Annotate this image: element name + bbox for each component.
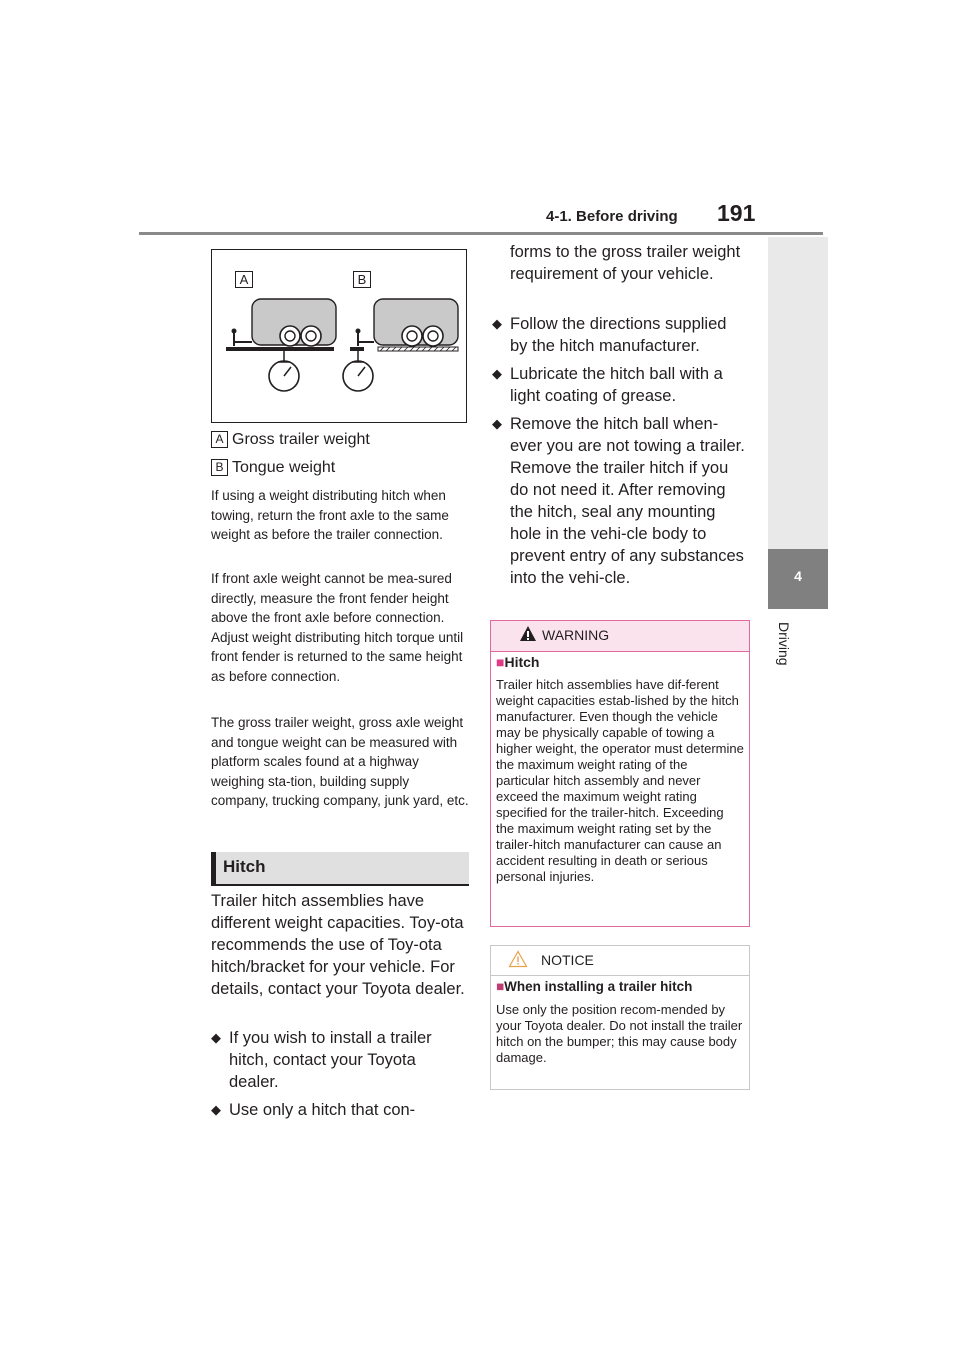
warning-header	[491, 621, 749, 651]
notice-subheading-text: When installing a trailer hitch	[504, 979, 693, 994]
legend-label-b: Tongue weight	[232, 459, 336, 476]
bullet-icon: ◆	[492, 316, 502, 331]
continuation-text: forms to the gross trailer weight requir…	[510, 243, 741, 283]
warning-body: Trailer hitch assemblies have dif-ferent…	[496, 677, 744, 884]
hitch-heading: Hitch	[223, 857, 266, 876]
bullet-icon: ◆	[492, 366, 502, 381]
right-bullet-3: ◆ Remove the hitch ball when-ever you ar…	[492, 413, 750, 611]
warning-subheading-text: Hitch	[504, 654, 540, 670]
hitch-bullet-2: ◆ Use only a hitch that con-	[211, 1099, 469, 1121]
warning-title: WARNING	[542, 627, 610, 643]
notice-title: NOTICE	[541, 952, 594, 968]
bullet-icon: ◆	[211, 1102, 221, 1117]
header-rule	[139, 232, 823, 235]
chapter-number-box	[768, 549, 828, 609]
hitch-heading-underline	[211, 884, 469, 886]
trailer-illustration	[226, 298, 459, 392]
square-bullet-icon: ■	[496, 654, 505, 670]
chapter-label: Driving	[776, 622, 792, 666]
legend-tag-a: A	[211, 431, 228, 448]
warning-header-rule	[491, 651, 749, 652]
note-weight-distributing: If using a weight distributing hitch whe…	[211, 488, 449, 542]
chapter-number: 4	[794, 568, 802, 584]
warning-box	[490, 620, 750, 927]
square-bullet-icon: ■	[496, 979, 505, 994]
warning-icon	[520, 626, 536, 641]
warning-subheading: ■Hitch	[496, 654, 539, 670]
page-number: 191	[717, 200, 756, 226]
bullet-text: If you wish to install a trailer hitch, …	[229, 1029, 432, 1091]
notice-body: Use only the position recom-mended by yo…	[496, 1002, 743, 1065]
figure-tag-b: B	[353, 271, 371, 288]
chapter-tab	[768, 237, 828, 608]
hitch-heading-accent	[211, 852, 216, 885]
trailer-a-icon	[226, 298, 337, 392]
hitch-bullet-1: ◆ If you wish to install a trailer hitch…	[211, 1027, 469, 1093]
hitch-intro: Trailer hitch assemblies have different …	[211, 892, 465, 998]
right-bullet-1: ◆ Follow the directions supplied by the …	[492, 313, 750, 357]
bullet-icon: ◆	[211, 1030, 221, 1045]
section-title: 4-1. Before driving	[546, 208, 678, 225]
legend-tag-b: B	[211, 459, 228, 476]
hitch-heading-bar	[211, 852, 469, 885]
notice-subheading: ■When installing a trailer hitch	[496, 979, 692, 994]
bullet-text: Lubricate the hitch ball with a light co…	[510, 365, 723, 405]
notice-box	[490, 945, 750, 1090]
trailer-weight-figure: A B	[211, 249, 467, 423]
bullet-text: Use only a hitch that con-	[229, 1101, 416, 1119]
bullet-icon: ◆	[492, 416, 502, 431]
bullet-text: Remove the hitch ball when-ever you are …	[510, 415, 745, 587]
trailer-b-icon	[342, 298, 459, 392]
legend-label-a: Gross trailer weight	[232, 431, 370, 448]
figure-tag-a: A	[235, 271, 253, 288]
note-fender-height: If front axle weight cannot be mea-sured…	[211, 571, 464, 684]
right-bullet-2: ◆ Lubricate the hitch ball with a light …	[492, 363, 750, 407]
bullet-text: Follow the directions supplied by the hi…	[510, 315, 727, 355]
notice-header-rule	[491, 975, 749, 976]
note-scales: The gross trailer weight, gross axle wei…	[211, 715, 469, 808]
caution-outline-icon	[508, 950, 528, 968]
